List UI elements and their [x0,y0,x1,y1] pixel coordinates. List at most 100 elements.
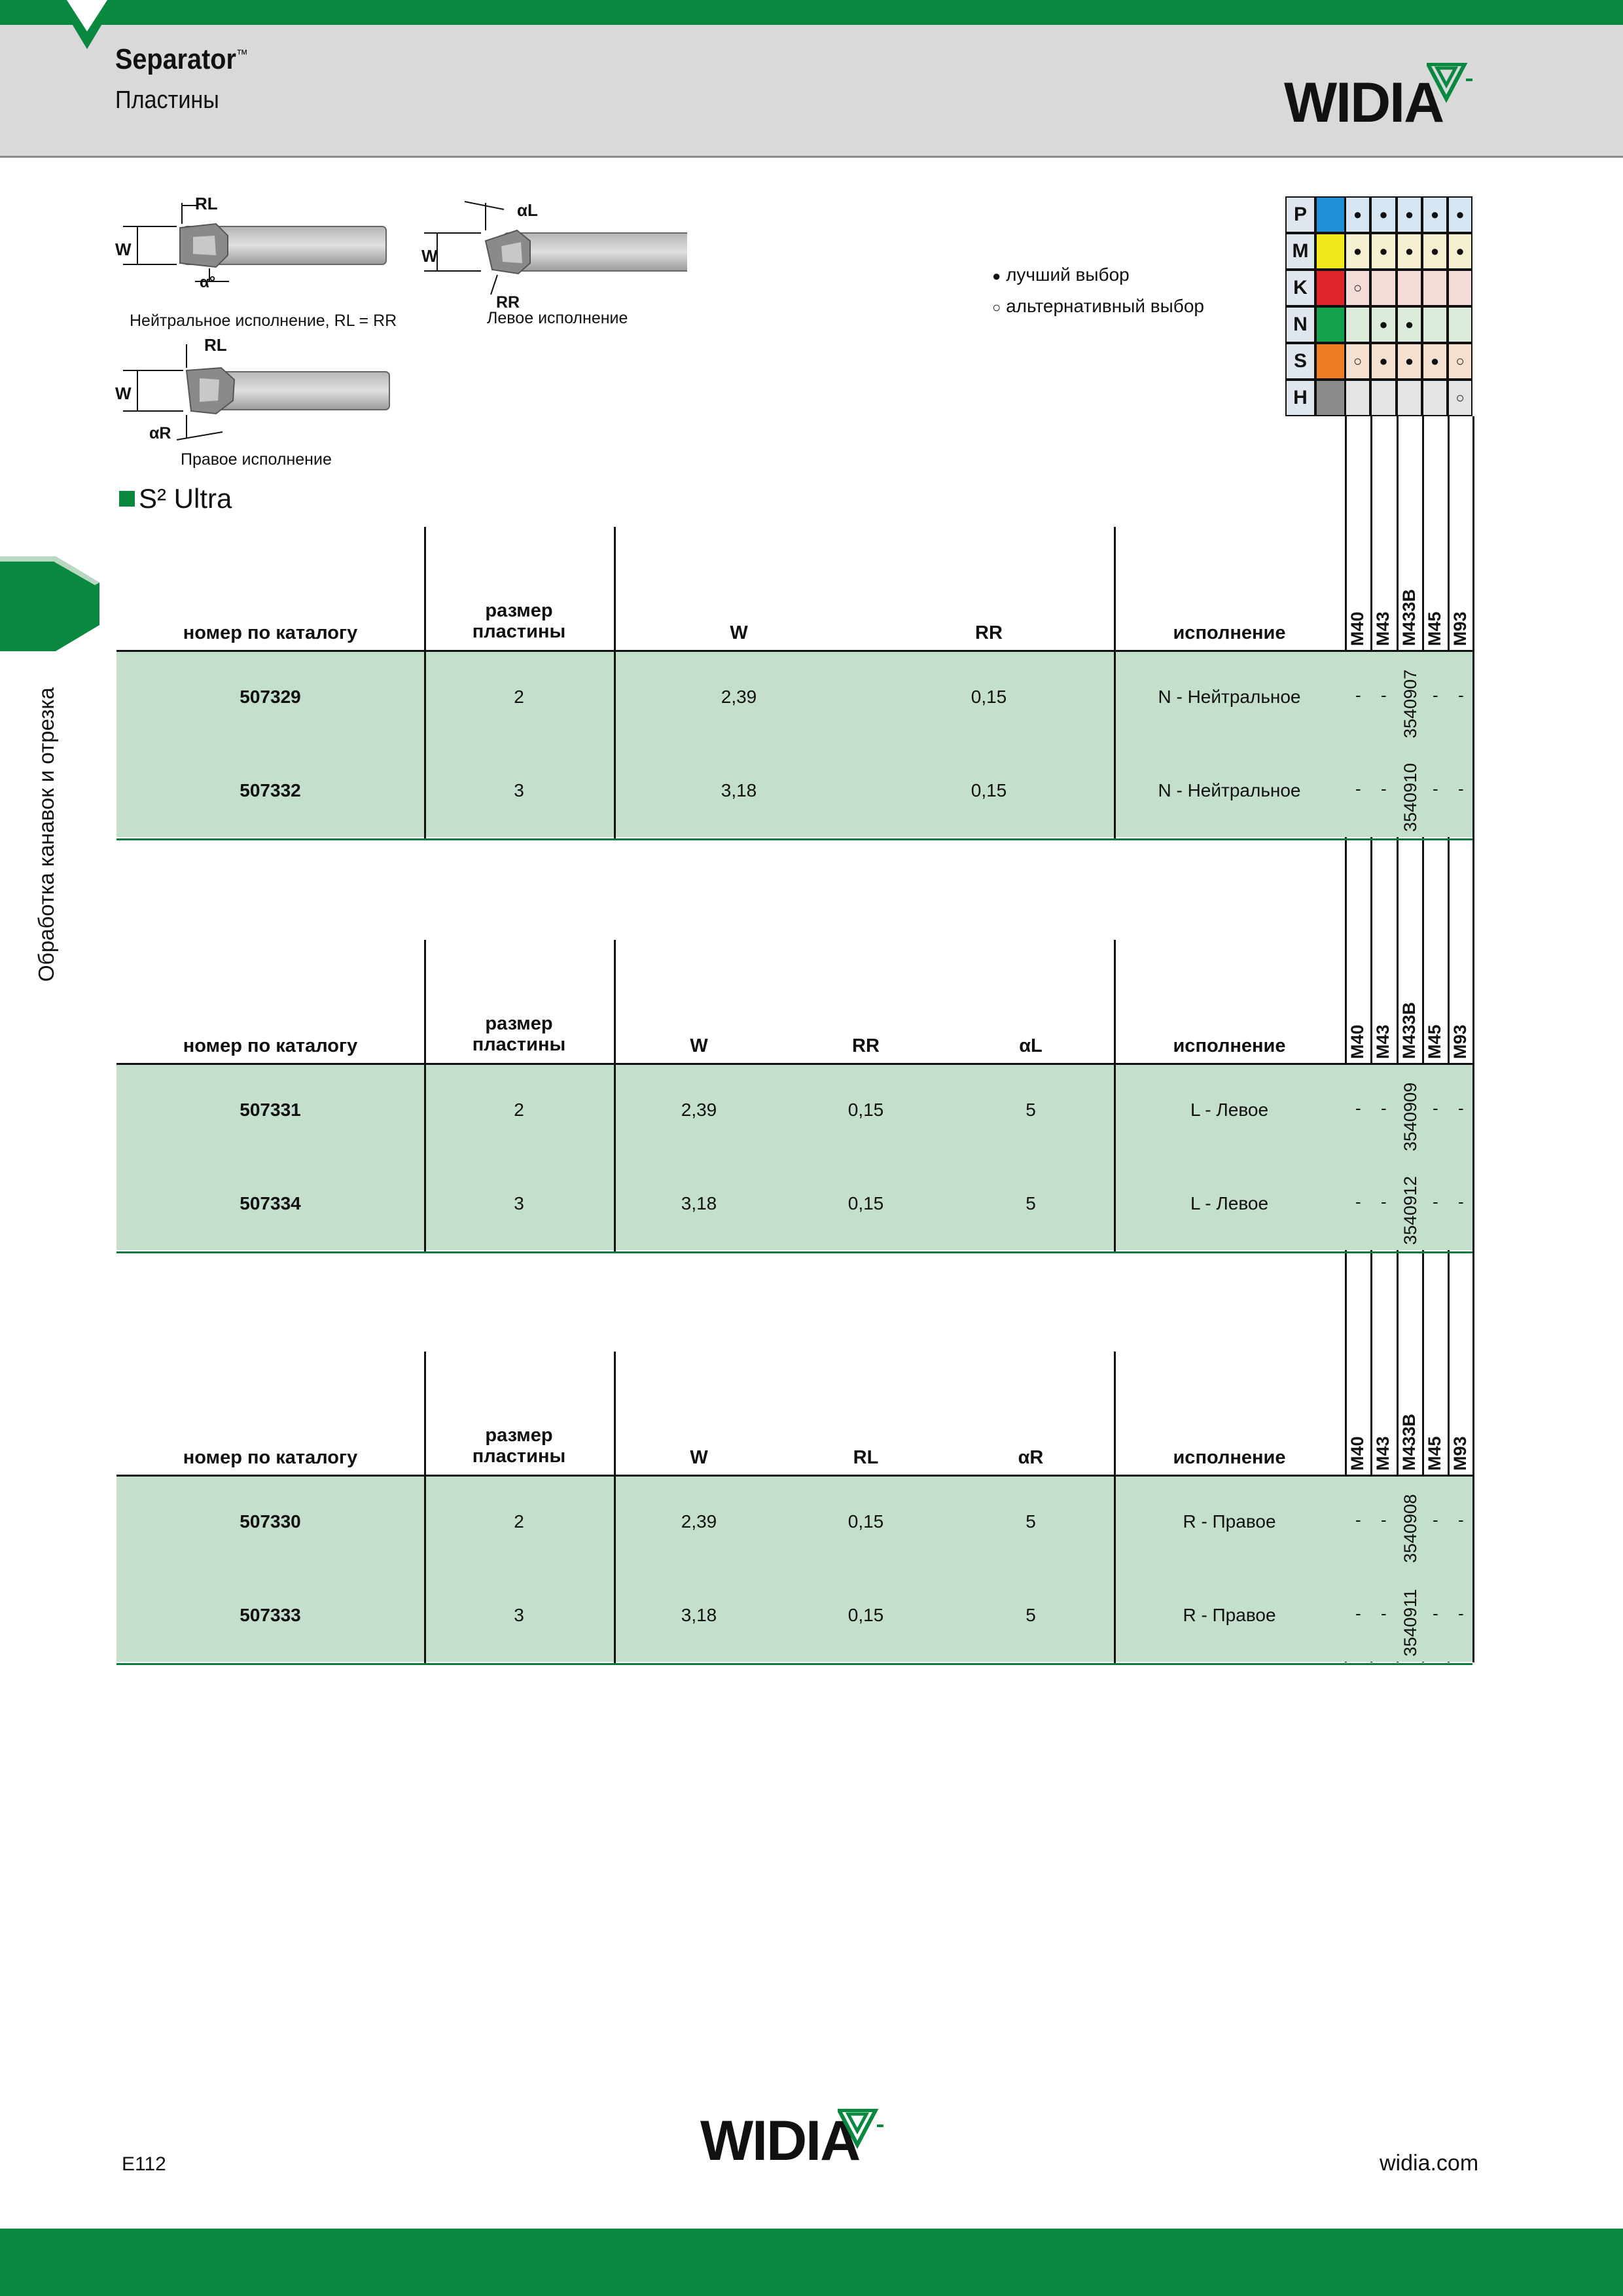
header-w: W [690,1447,708,1468]
grade-item-code: 3540912 [1400,1175,1420,1245]
page-number: E112 [122,2153,166,2175]
material-grade-mark: ● [1345,196,1370,233]
angle-value: 5 [1026,1193,1036,1213]
label-w-left: W [421,246,438,266]
page-title: Separator™ [115,43,248,75]
table-body-bg [116,1475,1472,1662]
grade-dash: - [1355,1098,1361,1118]
grade-header: M93 [1450,1024,1470,1059]
material-grade-mark [1422,270,1448,306]
grade-dash: - [1433,778,1438,798]
grade-dash: - [1381,1603,1387,1623]
grade-dash: - [1355,1191,1361,1211]
material-code: P [1285,196,1315,233]
header-angle: αR [1018,1447,1044,1468]
grade-header: M433B [1399,1413,1419,1471]
grade-header: M93 [1450,1436,1470,1471]
catalog-number: 507333 [240,1604,301,1625]
neutral-insert-drawing [123,203,387,282]
legend-best: ● лучший выбор [992,264,1130,285]
header-radius: RL [853,1447,879,1468]
material-grade-mark: ○ [1345,270,1370,306]
caption-neutral: Нейтральное исполнение, RL = RR [130,312,397,330]
corner-triangle-icon [58,0,116,49]
grade-column-line [1472,416,1474,1662]
insert-size: 3 [514,780,524,800]
width-value: 2,39 [681,1099,717,1120]
table-bottom-line [116,838,1472,840]
table-column-line [614,1352,616,1663]
material-grade-mark: ● [1397,306,1422,343]
material-code: N [1285,306,1315,343]
radius-value: 0,15 [971,686,1007,707]
material-grade-mark: ● [1422,233,1448,270]
header-insert-size: размер пластины [472,1425,566,1467]
label-w-neutral: W [115,240,132,259]
grade-header: M40 [1347,1436,1367,1471]
header-radius: RR [975,622,1003,643]
grade-dash: - [1458,1098,1464,1118]
grade-header: M40 [1347,1024,1367,1059]
table-column-line [614,527,616,838]
grade-dash: - [1458,1603,1464,1623]
alternative-choice-icon: ○ [992,299,1001,315]
material-grade-mark: ○ [1448,343,1472,380]
grade-dash: - [1355,685,1361,705]
grade-column-line [1397,416,1399,1662]
material-color-swatch [1315,380,1346,416]
radius-value: 0,15 [847,1193,884,1213]
width-value: 3,18 [681,1604,717,1625]
material-grade-mark: ● [1448,233,1472,270]
grade-header: M40 [1347,611,1367,646]
legend-alternative: ○ альтернативный выбор [992,296,1204,316]
top-green-bar [0,0,1623,25]
angle-value: 5 [1026,1604,1036,1625]
material-color-swatch [1315,306,1346,343]
header-execution: исполнение [1173,622,1286,643]
label-rr-left: RR [496,293,520,312]
material-grade-mark [1422,306,1448,343]
label-w-right: W [115,384,132,403]
website-link[interactable]: widia.com [1380,2151,1479,2176]
grade-header: M45 [1425,611,1444,646]
material-grade-mark: ● [1397,233,1422,270]
grade-column-line [1370,416,1372,1662]
table-header-line [116,650,1472,652]
grade-header: M45 [1425,1024,1444,1059]
material-grade-mark [1397,270,1422,306]
insert-size: 3 [514,1193,524,1213]
label-alpha-neutral: α° [200,274,216,291]
insert-size: 2 [514,1511,524,1532]
grade-dash: - [1381,1509,1387,1530]
grade-dash: - [1381,1191,1387,1211]
catalog-number: 507330 [240,1511,301,1532]
table-column-line [1114,1352,1116,1663]
material-grade-mark [1345,380,1370,416]
grade-dash: - [1381,685,1387,705]
header-band [0,25,1623,158]
grade-header: M43 [1373,611,1393,646]
grade-item-code: 3540909 [1400,1082,1420,1151]
material-code: K [1285,270,1315,306]
catalog-number: 507329 [240,686,301,707]
footer-widia-triangle-icon [838,2109,883,2149]
material-grade-mark: ● [1397,343,1422,380]
left-insert-drawing [424,201,687,295]
header-execution: исполнение [1173,1035,1286,1056]
grade-dash: - [1458,685,1464,705]
catalog-number: 507332 [240,780,301,800]
material-color-swatch [1315,343,1346,380]
radius-value: 0,15 [847,1099,884,1120]
header-insert-size: размер пластины [472,600,566,642]
table-column-line [614,940,616,1251]
grade-header: M433B [1399,588,1419,646]
grade-item-code: 3540907 [1400,669,1420,738]
grade-dash: - [1381,778,1387,798]
material-grade-mark: ● [1370,196,1397,233]
radius-value: 0,15 [847,1604,884,1625]
grade-header: M43 [1373,1436,1393,1471]
grade-dash: - [1355,778,1361,798]
grade-header: M433B [1399,1001,1419,1059]
grade-dash: - [1433,1603,1438,1623]
grade-dash: - [1433,1509,1438,1530]
